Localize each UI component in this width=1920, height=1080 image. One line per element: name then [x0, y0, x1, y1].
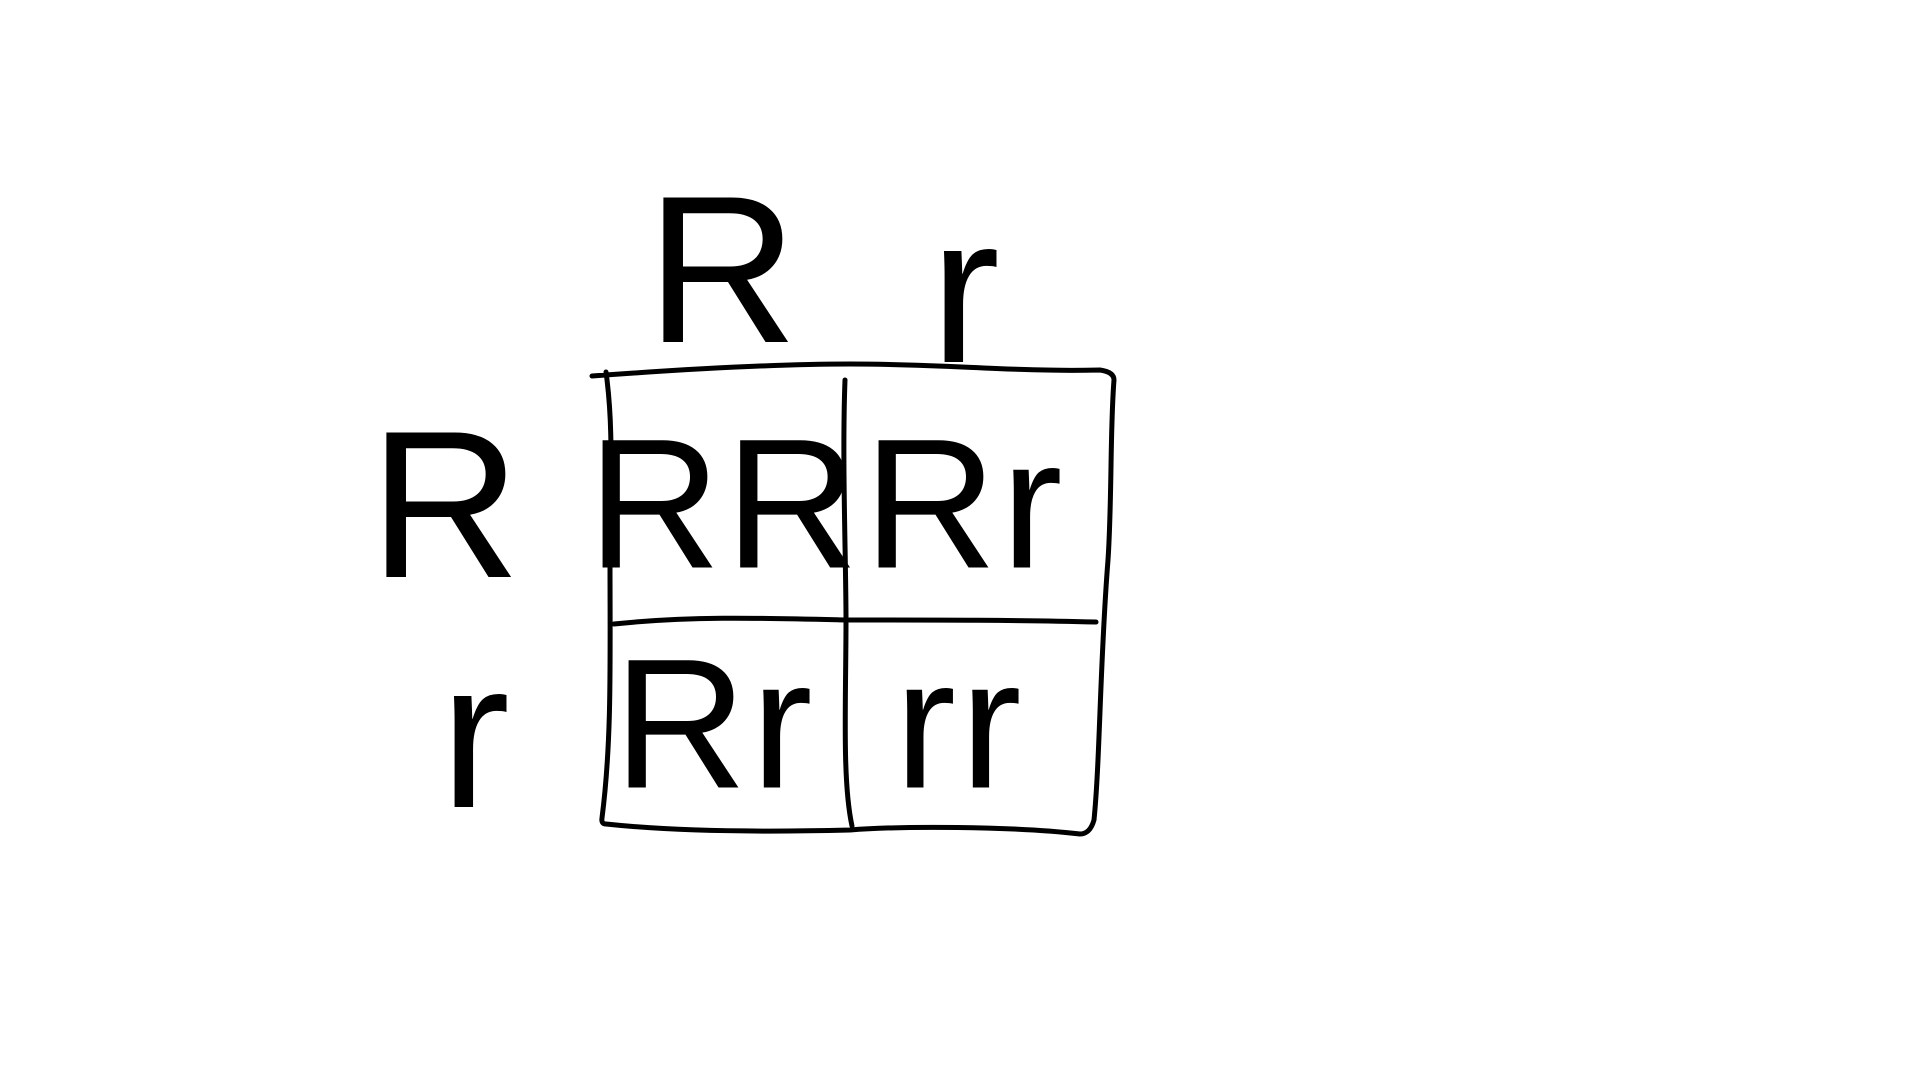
cell-genotype-2-1: Rr	[613, 621, 817, 828]
row-allele-2: r	[440, 617, 510, 852]
cell-genotype-2-2: rr	[894, 621, 1026, 828]
column-allele-2: r	[930, 172, 1000, 407]
cell-genotype-1-2: Rr	[863, 401, 1067, 608]
row-allele-1: R	[369, 387, 521, 622]
column-allele-1: R	[646, 152, 798, 387]
cell-genotype-1-1: RR	[587, 401, 863, 608]
grid-horizontal-divider	[611, 615, 1099, 627]
grid-outline	[589, 361, 1117, 837]
